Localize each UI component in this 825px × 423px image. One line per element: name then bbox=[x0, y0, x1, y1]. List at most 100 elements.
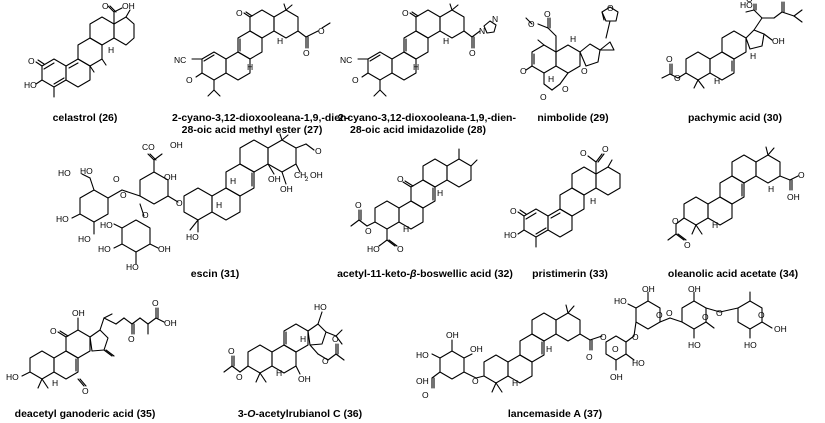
label-oh: OH bbox=[688, 284, 701, 294]
label-ho: HO bbox=[688, 340, 701, 350]
label-o: O bbox=[520, 66, 527, 76]
label-ho: HO bbox=[504, 230, 517, 240]
label-oh: OH bbox=[164, 318, 177, 328]
compound-name: 2-cyano-3,12-dioxooleana-1,9,-dien- bbox=[338, 112, 516, 124]
label-ho: HO bbox=[744, 340, 757, 350]
structure-deacetyl-ganoderic-acid: OH O O O OH O HO H bbox=[6, 298, 177, 396]
label-o: O bbox=[600, 332, 607, 342]
label-o: O bbox=[469, 48, 476, 58]
label-ho: HO bbox=[186, 232, 199, 242]
label-oh: O bbox=[798, 170, 805, 180]
label-o: O bbox=[607, 3, 614, 13]
caption-celastrol: celastrol (26) bbox=[30, 112, 140, 124]
label-ho: HO bbox=[98, 244, 111, 254]
compound-name: 3- bbox=[237, 408, 248, 420]
label-o: O bbox=[528, 19, 535, 29]
compound-name-tail: -boswellic acid bbox=[416, 268, 492, 280]
caption-akba: acetyl-11-keto-β-boswellic acid (32) bbox=[330, 268, 520, 280]
label-oh: OH bbox=[298, 374, 311, 384]
label-o: O bbox=[562, 84, 569, 94]
label-h: H bbox=[512, 378, 518, 388]
label-o: O bbox=[142, 210, 149, 220]
label-ho: HO bbox=[614, 296, 627, 306]
label-h: H bbox=[750, 51, 756, 61]
label-ho: HO bbox=[24, 80, 37, 90]
label-o: O bbox=[544, 9, 551, 19]
compound-number: (29) bbox=[589, 112, 609, 124]
label-oh: OH bbox=[72, 308, 85, 318]
label-o: O bbox=[716, 308, 723, 318]
label-h: H bbox=[276, 368, 282, 378]
label-o: O bbox=[303, 48, 310, 58]
compound-name-tail: -acetylrubianol C bbox=[255, 408, 341, 420]
compound-name: oleanolic acid acetate bbox=[667, 268, 777, 280]
label-ch: CH bbox=[294, 170, 306, 180]
label-o: O bbox=[580, 148, 587, 158]
label-ho: HO bbox=[80, 166, 93, 176]
label-nc: NC bbox=[174, 55, 186, 65]
label-oh: OH bbox=[416, 376, 429, 386]
label-oh: OH bbox=[310, 170, 323, 180]
caption-nimbolide: nimbolide (29) bbox=[518, 112, 628, 124]
label-h: H bbox=[714, 76, 720, 86]
label-h: H bbox=[403, 224, 409, 234]
label-o: O bbox=[602, 144, 609, 154]
label-h: H bbox=[216, 200, 222, 210]
compound-name: pachymic acid bbox=[688, 112, 761, 124]
label-h: H bbox=[277, 36, 283, 46]
structure-celastrol: O OH HO O H bbox=[24, 1, 135, 98]
label-o: O bbox=[586, 352, 593, 362]
label-o: O bbox=[702, 312, 709, 322]
label-o: O bbox=[236, 372, 243, 382]
label-oh: OH bbox=[122, 1, 135, 11]
label-sub-2: 2 bbox=[305, 177, 309, 183]
label-o: O bbox=[672, 216, 679, 226]
structure-pachymic-acid: HO O OH O O H H bbox=[661, 0, 803, 89]
label-ho: HO bbox=[56, 214, 69, 224]
label-o: O bbox=[397, 174, 404, 184]
caption-cddo-methyl-ester: 2-cyano-3,12-dioxooleana-1,9,-dien- 28-o… bbox=[172, 112, 350, 136]
label-o: O bbox=[322, 356, 329, 366]
label-o: O bbox=[656, 310, 663, 320]
label-n: N bbox=[479, 26, 485, 36]
compound-name: lancemaside A bbox=[507, 408, 581, 420]
label-o: O bbox=[758, 310, 765, 320]
label-o: O bbox=[176, 198, 183, 208]
compound-number: (34) bbox=[779, 268, 799, 280]
compound-number: (36) bbox=[343, 408, 363, 420]
label-oh: OH bbox=[772, 36, 785, 46]
compound-name-beta: β bbox=[410, 268, 417, 280]
label-ho: HO bbox=[632, 358, 645, 368]
compound-name: acetyl-11-keto- bbox=[337, 268, 411, 280]
compound-name: celastrol bbox=[52, 112, 96, 124]
label-oh: OH bbox=[642, 284, 655, 294]
structure-akba: O O O O HO H H bbox=[350, 148, 478, 254]
caption-oleanolic-acid-acetate: oleanolic acid acetate (34) bbox=[648, 268, 818, 280]
label-h: H bbox=[52, 378, 58, 388]
label-oh: OH bbox=[470, 344, 483, 354]
label-ho: HO bbox=[416, 350, 429, 360]
label-oh: OH bbox=[164, 172, 177, 182]
label-o: O bbox=[228, 346, 235, 356]
structure-cddo-imidazolide: NC O O O N N H H bbox=[340, 3, 498, 97]
caption-escin: escin (31) bbox=[180, 268, 250, 280]
label-ho: HO bbox=[740, 0, 753, 10]
label-o: O bbox=[315, 146, 322, 156]
label-o: O bbox=[397, 244, 404, 254]
label-o: O bbox=[674, 73, 681, 83]
label-ho: HO bbox=[58, 168, 71, 178]
label-h: H bbox=[548, 74, 554, 84]
label-o: O bbox=[666, 308, 673, 318]
label-ho: HO bbox=[100, 220, 113, 230]
label-o: O bbox=[746, 0, 753, 4]
caption-lancemaside-a: lancemaside A (37) bbox=[490, 408, 620, 420]
caption-acetylrubianol-c: 3-O-acetylrubianol C (36) bbox=[205, 408, 395, 420]
compound-name-line2: 28-oic acid imidazolide bbox=[350, 124, 465, 136]
compound-name: pristimerin bbox=[532, 268, 587, 280]
label-h: H bbox=[247, 62, 253, 72]
label-oh: OH bbox=[280, 184, 293, 194]
label-o: O bbox=[510, 206, 517, 216]
label-ho: HO bbox=[367, 244, 380, 254]
label-o: O bbox=[402, 8, 409, 18]
